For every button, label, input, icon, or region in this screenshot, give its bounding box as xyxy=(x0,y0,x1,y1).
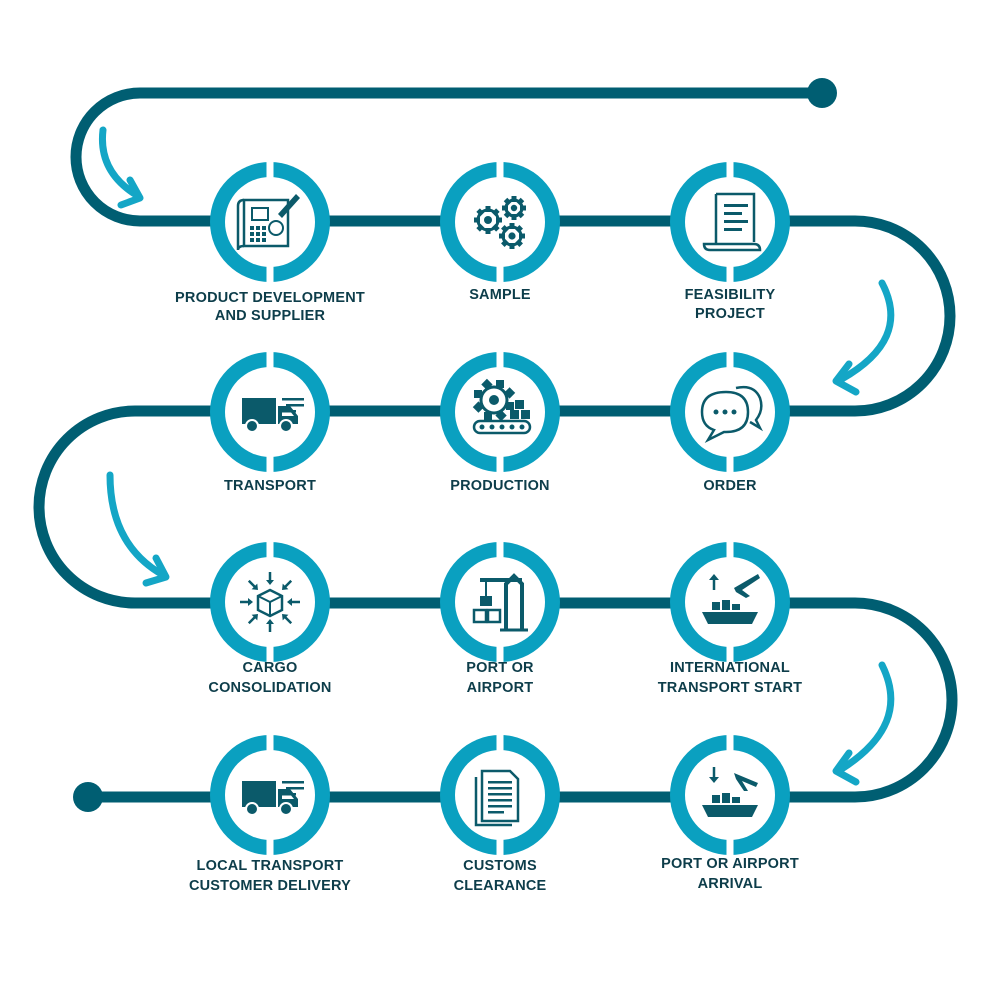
process-step-node xyxy=(210,541,330,663)
step-label: FEASIBILITY xyxy=(685,287,776,303)
track-start-dot xyxy=(807,78,837,108)
documents-icon xyxy=(474,769,520,827)
step-label: PROJECT xyxy=(695,306,765,322)
step-label: AIRPORT xyxy=(467,680,534,696)
step-label: INTERNATIONAL xyxy=(670,660,790,676)
process-step-node xyxy=(670,734,790,856)
process-step-node xyxy=(210,161,330,283)
document-scroll-icon xyxy=(702,192,762,252)
step-label: CONSOLIDATION xyxy=(208,680,331,696)
step-label: PRODUCTION xyxy=(450,478,549,494)
direction-arrow-4 xyxy=(832,661,895,786)
process-step-node xyxy=(210,734,330,856)
step-label: SAMPLE xyxy=(469,287,531,303)
process-step-node xyxy=(210,351,330,473)
step-label: CUSTOMS xyxy=(463,858,537,874)
step-label: PORT OR AIRPORT xyxy=(661,856,799,872)
step-label: AND SUPPLIER xyxy=(215,308,326,324)
process-step-node xyxy=(670,351,790,473)
step-label: TRANSPORT xyxy=(224,478,316,494)
direction-arrow-3 xyxy=(106,471,170,587)
direction-arrow-1 xyxy=(98,126,144,209)
gears-icon xyxy=(474,196,526,249)
gear-conveyor-icon xyxy=(472,378,532,435)
direction-arrow-2 xyxy=(832,279,895,396)
ship-plane-departure-icon xyxy=(702,574,760,624)
process-step-node xyxy=(440,351,560,473)
delivery-truck-icon xyxy=(242,398,304,433)
step-label: LOCAL TRANSPORT xyxy=(197,858,344,874)
process-step-node xyxy=(440,734,560,856)
step-label: CARGO xyxy=(243,660,298,676)
step-label: TRANSPORT START xyxy=(658,680,803,696)
step-label: ORDER xyxy=(703,478,757,494)
process-step-node xyxy=(440,541,560,663)
cargo-box-arrows-icon xyxy=(240,572,300,632)
step-label: ARRIVAL xyxy=(698,876,763,892)
ship-plane-arrival-icon xyxy=(702,767,758,817)
step-label: PORT OR xyxy=(466,660,534,676)
step-label: CUSTOMER DELIVERY xyxy=(189,878,351,894)
process-step-node xyxy=(670,161,790,283)
process-step-node xyxy=(440,161,560,283)
process-track xyxy=(33,87,958,803)
delivery-truck-icon xyxy=(242,781,304,816)
track-end-dot xyxy=(73,782,103,812)
step-label: PRODUCT DEVELOPMENT xyxy=(175,290,365,306)
chat-bubbles-icon xyxy=(700,385,764,444)
step-label: CLEARANCE xyxy=(454,878,547,894)
process-step-node xyxy=(670,541,790,663)
blueprint-icon xyxy=(236,194,300,251)
port-crane-icon xyxy=(472,573,528,632)
